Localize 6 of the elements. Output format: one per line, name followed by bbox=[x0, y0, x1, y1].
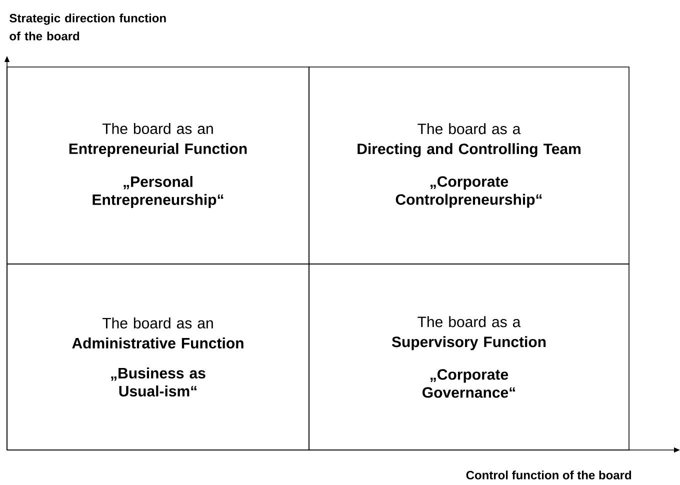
quadrant-box: The board as an Administrative Function „Business as Usual-ism“ bbox=[6, 264, 310, 450]
quadrant-box: The board as a Directing and Controlling Team „Corporate Controlpreneurship“ bbox=[308, 66, 630, 264]
axis-label: Strategic direction function of the board bbox=[10, 14, 166, 40]
quadrant-box: The board as a Supervisory Function „Corporate Governance“ bbox=[308, 264, 630, 450]
quadrant-box: The board as an Entrepreneurial Function „Personal Entrepreneurship“ bbox=[6, 66, 310, 264]
axis-label: Control function of the board bbox=[466, 470, 632, 480]
